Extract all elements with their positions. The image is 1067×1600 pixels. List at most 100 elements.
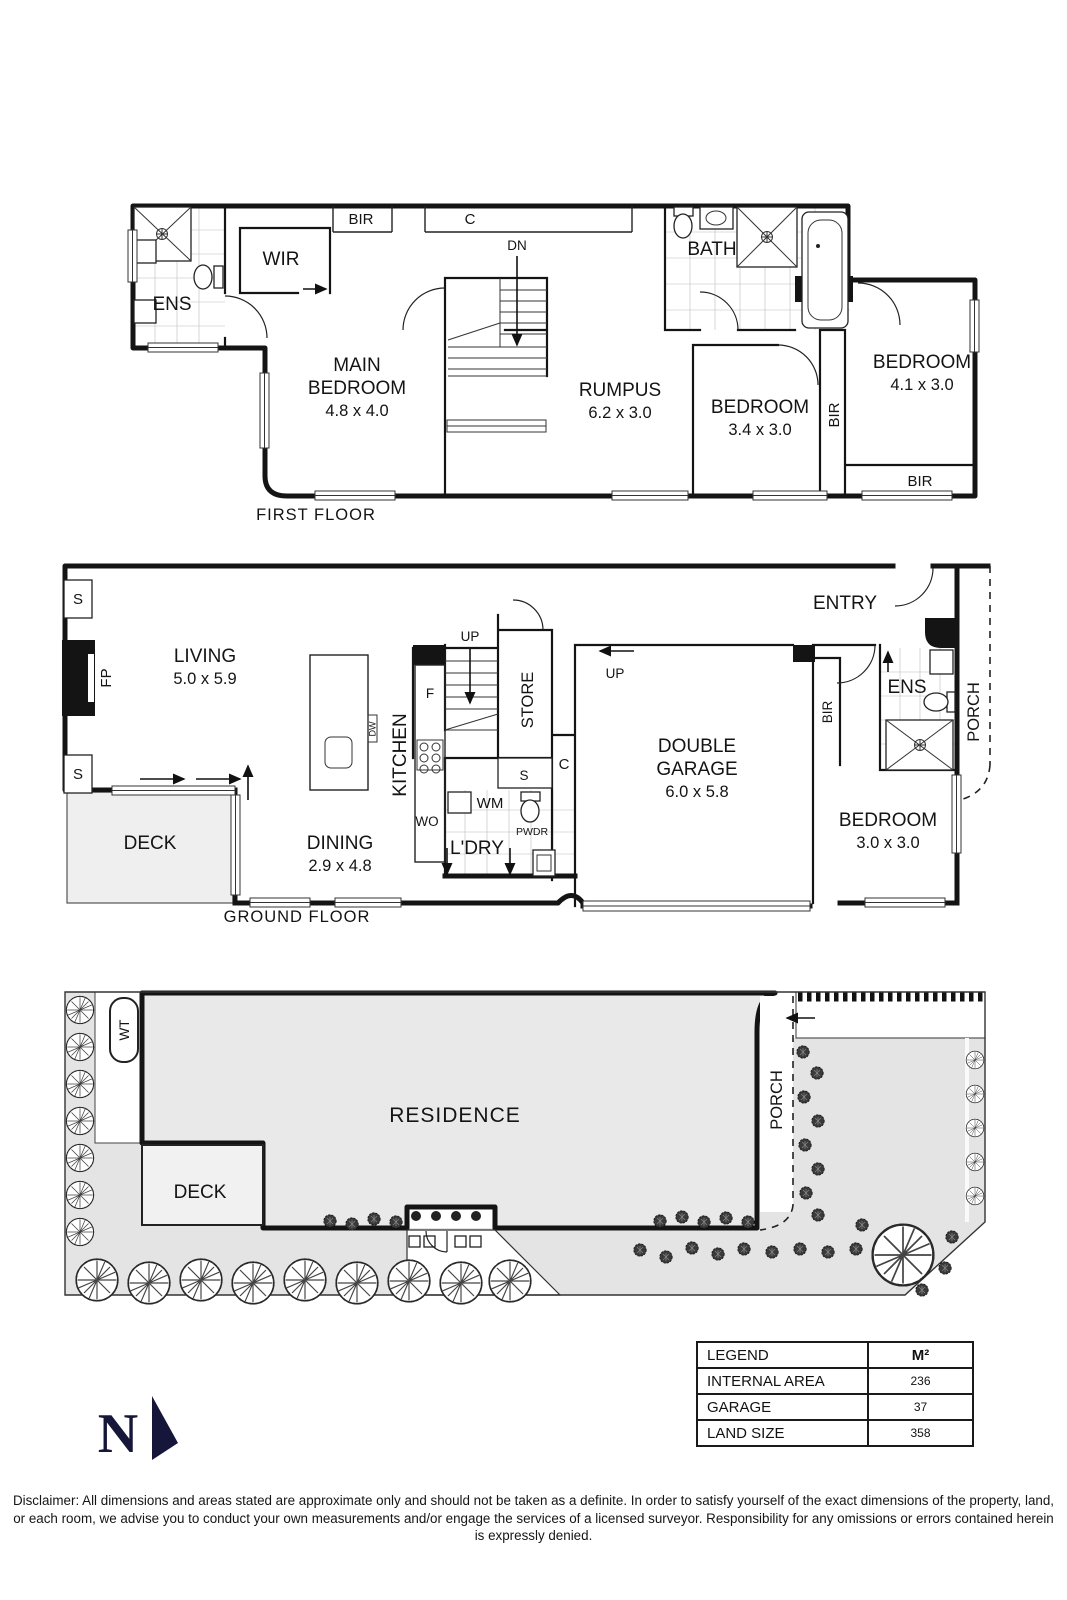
powder-basin: [532, 849, 556, 877]
bath-door-arc: [699, 291, 739, 331]
deck-site-label: DECK: [174, 1182, 227, 1203]
store-door-arc: [512, 599, 544, 631]
deck-site: [141, 1144, 264, 1226]
ground-floor-plan: S FP S LIVING 5.0 x 5.9 DECK DINING 2.9 …: [62, 563, 991, 926]
rumpus-dims: 6.2 x 3.0: [588, 404, 651, 422]
powder-toilet: [520, 791, 541, 823]
large-tree: [871, 1223, 935, 1287]
ens-ground-label: ENS: [887, 677, 926, 698]
hall-door-arc: [836, 644, 876, 684]
kitchen-label: KITCHEN: [390, 713, 411, 796]
ens-toilet: [193, 264, 224, 290]
north-arrow-icon: [152, 1396, 178, 1460]
bedroom2-label: BEDROOM: [711, 397, 809, 418]
ens-door-arc: [224, 295, 268, 339]
property-boundary: [64, 991, 986, 1296]
store-label: STORE: [519, 672, 537, 729]
bedroom-ground-label: BEDROOM: [839, 810, 937, 831]
legend-label: GARAGE: [696, 1393, 869, 1421]
legend-label: LAND SIZE: [696, 1419, 869, 1447]
shelf-bottom-label: S: [73, 766, 83, 783]
bath-label: BATH: [687, 239, 736, 260]
bath-toilet: [673, 206, 694, 239]
dishwasher-label: DW: [368, 721, 378, 736]
deck-ground-label: DECK: [124, 833, 177, 854]
north-letter: N: [98, 1403, 138, 1465]
ens-ground-fixtures: [885, 649, 956, 771]
washing-machine: [447, 791, 472, 814]
entry-structure: [408, 1211, 482, 1253]
living-dims: 5.0 x 5.9: [173, 670, 236, 688]
shelf-top: [63, 579, 93, 619]
legend-row-internal-area: INTERNAL AREA 236: [696, 1367, 974, 1395]
main-bedroom-dims: 4.8 x 4.0: [325, 402, 388, 420]
legend-header-row: LEGEND M²: [696, 1341, 974, 1369]
garage-dims: 6.0 x 5.8: [665, 783, 728, 801]
bath-vanity: [699, 206, 734, 230]
bedroom3-label: BEDROOM: [873, 352, 971, 373]
fireplace-label: FP: [98, 668, 115, 687]
living-label: LIVING: [174, 646, 236, 667]
legend-label: INTERNAL AREA: [696, 1367, 869, 1395]
tree-row-bottom: [75, 1258, 532, 1305]
legend-value: 37: [867, 1393, 974, 1421]
closet-c-label-ff: C: [465, 211, 476, 228]
first-floor-caption: FIRST FLOOR: [256, 506, 376, 524]
entry-label: ENTRY: [813, 593, 877, 614]
garage-label1: DOUBLE: [658, 736, 736, 757]
stairs-ground-floor: [444, 660, 499, 731]
bath-shower: [736, 206, 798, 268]
dn-label: DN: [507, 238, 527, 253]
legend-value: 236: [867, 1367, 974, 1395]
bedroom-ground-dims: 3.0 x 3.0: [856, 834, 919, 852]
ens-label-ff: ENS: [152, 294, 191, 315]
up-stairs-label: UP: [461, 629, 480, 644]
main-bedroom-label1: MAIN: [333, 355, 381, 376]
legend-row-garage: GARAGE 37: [696, 1393, 974, 1421]
bedroom2-dims: 3.4 x 3.0: [728, 421, 791, 439]
kitchen-island: [309, 654, 378, 791]
legend-table: LEGEND M² INTERNAL AREA 236 GARAGE 37 LA…: [696, 1341, 974, 1447]
bir-ground-label: BIR: [820, 701, 835, 724]
closet-c-label-gf: C: [559, 756, 570, 773]
legend-row-land-size: LAND SIZE 358: [696, 1419, 974, 1447]
residence-label: RESIDENCE: [389, 1104, 521, 1127]
shelf-top-label: S: [73, 591, 83, 608]
north-compass: N: [98, 1396, 178, 1465]
garage-label2: GARAGE: [656, 759, 737, 780]
laundry-shelf: [497, 757, 553, 789]
bedroom3-door-arc: [857, 282, 901, 326]
rumpus-label: RUMPUS: [579, 380, 661, 401]
bir-right-label: BIR: [907, 473, 932, 490]
up-garage-label: UP: [606, 666, 625, 681]
legend-unit: M²: [867, 1341, 974, 1369]
wall-oven-label: WO: [415, 814, 438, 829]
main-bedroom-door-arc: [402, 287, 446, 331]
front-door-arc: [894, 567, 934, 607]
laundry-label: L'DRY: [450, 838, 504, 859]
legend-title: LEGEND: [696, 1341, 869, 1369]
fridge-label: F: [426, 686, 434, 701]
wir-label: WIR: [263, 249, 300, 270]
powder-label: PWDR: [516, 826, 548, 838]
kitchen-bench: [414, 664, 446, 863]
dining-dims: 2.9 x 4.8: [308, 857, 371, 875]
legend-value: 358: [867, 1419, 974, 1447]
shelf-bottom: [63, 754, 93, 794]
first-floor-plan: ENS WIR BIR C DN BATH MAIN BEDROOM 4.8 x…: [127, 203, 980, 524]
ground-floor-caption: GROUND FLOOR: [224, 908, 371, 926]
porch-site: [760, 996, 793, 1212]
dining-label: DINING: [307, 833, 374, 854]
stairs-first-floor: [446, 278, 547, 433]
ens-vanity-basin2: [133, 299, 157, 324]
bath-tub: [801, 211, 849, 329]
porch-site-label: PORCH: [768, 1070, 786, 1130]
water-tank: WT: [109, 997, 139, 1063]
bedroom2-door-arc: [777, 344, 819, 386]
svg-text:WT: WT: [117, 1020, 132, 1041]
bir-top-label: BIR: [348, 211, 373, 228]
main-bedroom-label2: BEDROOM: [308, 378, 406, 399]
bir-mid-label: BIR: [826, 402, 843, 427]
porch-ground-boundary: [959, 566, 991, 801]
